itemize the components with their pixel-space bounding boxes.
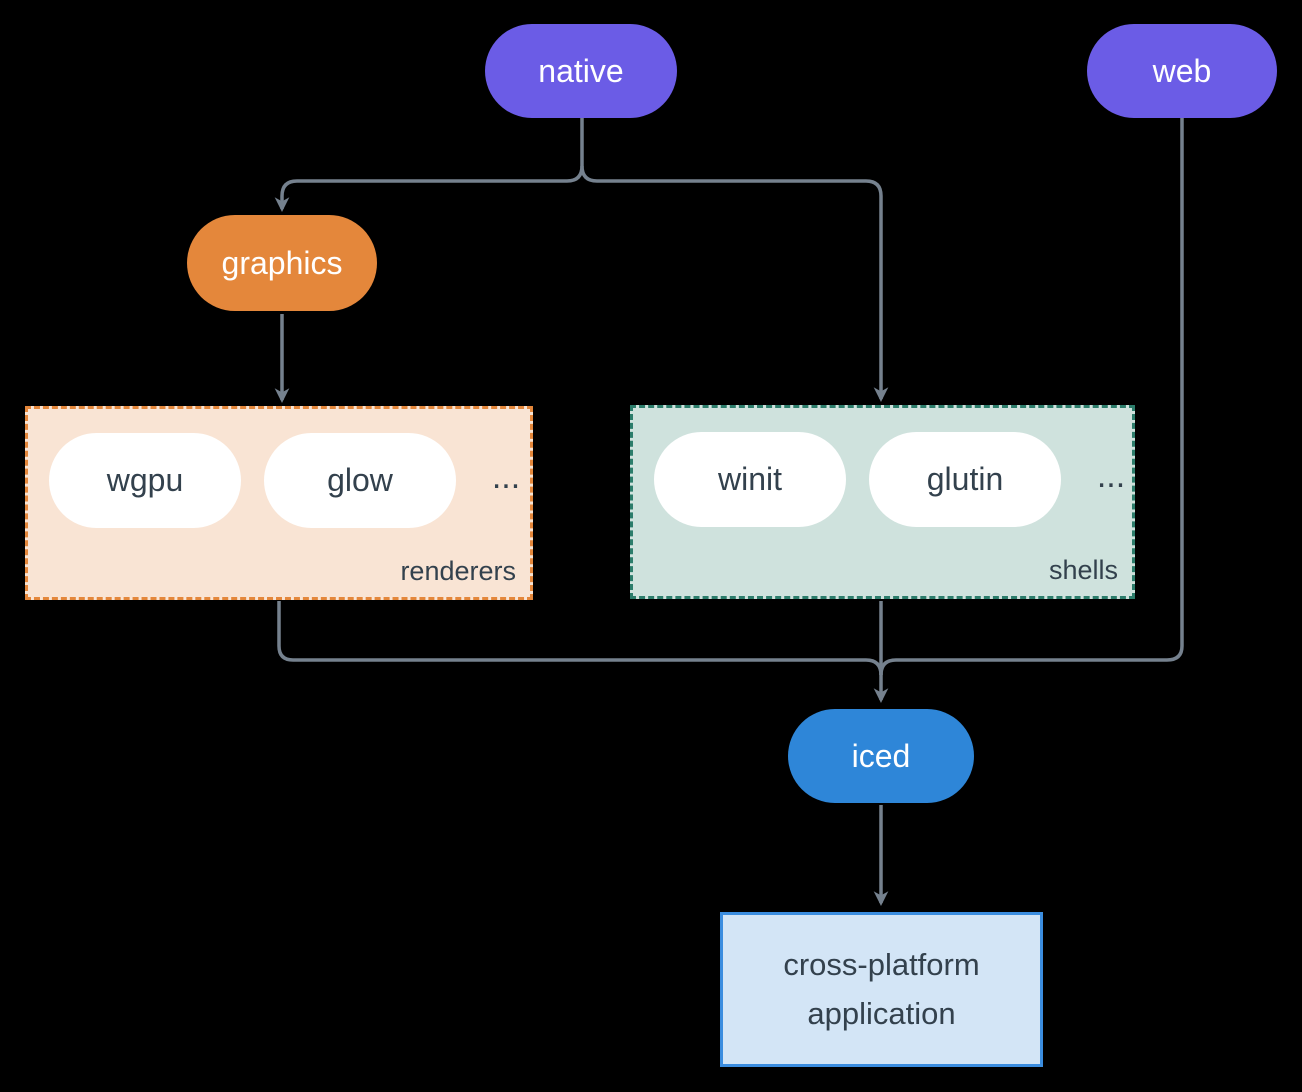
edge-renderers-merge bbox=[277, 601, 883, 676]
group-shells: winit glutin ... shells bbox=[630, 405, 1135, 599]
node-web: web bbox=[1087, 24, 1277, 118]
shells-ellipsis: ... bbox=[1096, 457, 1126, 495]
group-renderers: wgpu glow ... renderers bbox=[25, 406, 533, 600]
node-winit: winit bbox=[654, 432, 846, 527]
renderers-ellipsis: ... bbox=[491, 458, 521, 496]
node-wgpu: wgpu bbox=[49, 433, 241, 528]
node-native: native bbox=[485, 24, 677, 118]
node-iced-label: iced bbox=[851, 737, 911, 774]
shells-group-label: shells bbox=[1048, 555, 1118, 585]
node-winit-label: winit bbox=[717, 461, 782, 497]
node-glutin: glutin bbox=[869, 432, 1061, 527]
node-native-label: native bbox=[538, 52, 624, 89]
node-web-label: web bbox=[1152, 52, 1212, 89]
node-graphics: graphics bbox=[187, 215, 377, 311]
node-wgpu-label: wgpu bbox=[106, 462, 184, 498]
edge-native-graphics bbox=[274, 118, 584, 212]
node-glutin-label: glutin bbox=[926, 461, 1004, 497]
node-application-label: cross-platform application bbox=[783, 947, 980, 1031]
node-glow-label: glow bbox=[327, 462, 393, 498]
node-graphics-label: graphics bbox=[221, 244, 343, 281]
renderers-group-label: renderers bbox=[400, 556, 516, 586]
node-cross-platform-application: cross-platform application bbox=[720, 912, 1043, 1067]
node-iced: iced bbox=[788, 709, 974, 803]
node-glow: glow bbox=[264, 433, 456, 528]
edge-native-shells bbox=[580, 165, 889, 402]
